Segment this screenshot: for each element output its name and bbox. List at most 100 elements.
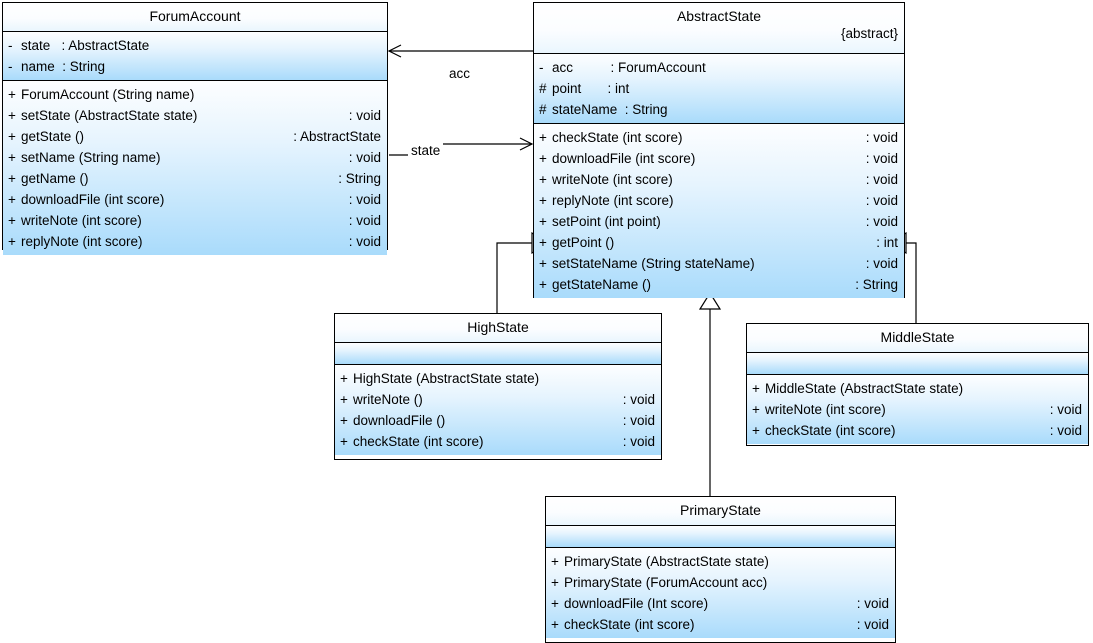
class-operation-row: +getStateName (): String	[534, 274, 904, 295]
member-signature: ForumAccount (String name)	[21, 87, 195, 102]
uml-class-primary-state[interactable]: PrimaryState + PrimaryState (AbstractState…	[545, 496, 896, 643]
class-operation-row: +setName (String name): void	[3, 147, 387, 168]
class-operation-row: +replyNote (int score): void	[3, 231, 387, 252]
member-signature: setStateName (String stateName)	[552, 256, 755, 271]
class-operation-row: +checkState (int score): void	[534, 127, 904, 148]
visibility-marker: +	[539, 235, 547, 250]
member-return-type: : void	[865, 130, 898, 145]
member-signature: name : String	[21, 59, 106, 74]
class-operation-row: +getName (): String	[3, 168, 387, 189]
member-signature: getName ()	[21, 171, 89, 186]
member-return-type: : AbstractState	[293, 129, 381, 144]
member-signature: downloadFile ()	[353, 413, 446, 428]
class-operation-row: +checkState (int score): void	[335, 431, 661, 452]
visibility-marker: +	[539, 172, 547, 187]
class-operation-row: +MiddleState (AbstractState state)	[747, 378, 1088, 399]
visibility-marker: +	[752, 423, 760, 438]
class-stereotype: {abstract}	[840, 26, 898, 41]
class-operations-section: +MiddleState (AbstractState state)+write…	[747, 374, 1088, 444]
member-return-type: : void	[348, 234, 381, 249]
class-operation-row: + PrimaryState (ForumAccount acc)	[546, 572, 895, 593]
visibility-marker: +	[8, 234, 16, 249]
class-operation-row: +checkState (int score): void	[747, 420, 1088, 441]
visibility-marker: +	[8, 213, 16, 228]
visibility-marker: +	[8, 108, 16, 123]
member-return-type: : void	[1049, 402, 1082, 417]
class-title-section: PrimaryState	[546, 497, 895, 525]
class-operation-row: +writeNote (int score): void	[3, 210, 387, 231]
member-return-type: : void	[865, 214, 898, 229]
visibility-marker: +	[340, 413, 348, 428]
visibility-marker: +	[340, 392, 348, 407]
class-name: PrimaryState	[680, 502, 761, 518]
member-signature: checkState (int score)	[564, 617, 695, 632]
class-name: AbstractState	[676, 8, 762, 24]
member-return-type: : void	[856, 596, 889, 611]
visibility-marker: -	[8, 59, 13, 74]
visibility-marker: +	[539, 151, 547, 166]
class-operation-row: +HighState (AbstractState state)	[335, 368, 661, 389]
connector-generalization-primarystate[interactable]	[698, 291, 722, 496]
visibility-marker: #	[539, 102, 547, 117]
uml-class-forum-account[interactable]: ForumAccount-state : AbstractState-name …	[2, 2, 388, 255]
class-operation-row: +writeNote (): void	[335, 389, 661, 410]
member-return-type: : void	[348, 192, 381, 207]
class-operation-row: +getState (): AbstractState	[3, 126, 387, 147]
member-return-type: : void	[622, 413, 655, 428]
member-signature: setState (AbstractState state)	[21, 108, 198, 123]
class-attribute-row: -acc : ForumAccount	[534, 57, 904, 78]
visibility-marker: +	[551, 617, 559, 632]
member-signature: replyNote (int score)	[552, 193, 674, 208]
class-attribute-row: -state : AbstractState	[3, 35, 387, 56]
member-signature: checkState (int score)	[353, 434, 484, 449]
connector-label-assoc-state: state	[408, 142, 444, 159]
visibility-marker: +	[551, 575, 559, 590]
member-signature: PrimaryState (ForumAccount acc)	[564, 575, 768, 590]
member-signature: getState ()	[21, 129, 85, 144]
visibility-marker: +	[8, 150, 16, 165]
member-return-type: : void	[865, 256, 898, 271]
class-operation-row: + replyNote (int score) : void	[534, 190, 904, 211]
member-return-type: : void	[865, 193, 898, 208]
uml-class-abstract-state[interactable]: AbstractState {abstract} -acc : ForumAccou…	[533, 2, 905, 298]
visibility-marker: +	[8, 87, 16, 102]
member-signature: downloadFile (int score)	[21, 192, 165, 207]
class-name: HighState	[467, 319, 529, 335]
uml-class-high-state[interactable]: HighState +HighState (AbstractState state…	[334, 313, 662, 460]
class-title-section: AbstractState {abstract}	[534, 3, 904, 53]
visibility-marker: +	[539, 193, 547, 208]
visibility-marker: -	[8, 38, 13, 53]
class-operation-row: +setState (AbstractState state): void	[3, 105, 387, 126]
class-operation-row: +downloadFile (Int score): void	[546, 593, 895, 614]
member-signature: point : int	[552, 81, 630, 96]
member-signature: getPoint ()	[552, 235, 615, 250]
connector-acc[interactable]	[387, 44, 533, 58]
member-signature: setName (String name)	[21, 150, 161, 165]
member-return-type: : void	[622, 434, 655, 449]
class-operation-row: + downloadFile () : void	[335, 410, 661, 431]
member-signature: writeNote (int score)	[21, 213, 142, 228]
class-attributes-section	[747, 352, 1088, 374]
class-operation-row: +getPoint (): int	[534, 232, 904, 253]
member-signature: downloadFile (Int score)	[564, 596, 709, 611]
class-title-section: ForumAccount	[3, 3, 387, 31]
class-attributes-section: -acc : ForumAccount#point : int#stateNam…	[534, 53, 904, 123]
member-return-type: : void	[865, 172, 898, 187]
class-operation-row: +downloadFile (int score): void	[534, 148, 904, 169]
member-signature: state : AbstractState	[21, 38, 150, 53]
class-title-section: MiddleState	[747, 324, 1088, 352]
member-signature: PrimaryState (AbstractState state)	[564, 554, 769, 569]
visibility-marker: +	[539, 277, 547, 292]
member-signature: writeNote ()	[353, 392, 423, 407]
uml-class-middle-state[interactable]: MiddleState +MiddleState (AbstractState s…	[746, 323, 1089, 446]
class-attributes-section: -state : AbstractState-name : String	[3, 31, 387, 80]
visibility-marker: +	[551, 554, 559, 569]
class-operation-row: + PrimaryState (AbstractState state)	[546, 551, 895, 572]
visibility-marker: +	[8, 192, 16, 207]
member-signature: writeNote (int score)	[552, 172, 673, 187]
class-operations-section: +checkState (int score): void+downloadFi…	[534, 123, 904, 298]
member-return-type: : void	[856, 617, 889, 632]
visibility-marker: +	[539, 256, 547, 271]
visibility-marker: +	[8, 171, 16, 186]
class-operation-row: + checkState (int score) : void	[546, 614, 895, 635]
